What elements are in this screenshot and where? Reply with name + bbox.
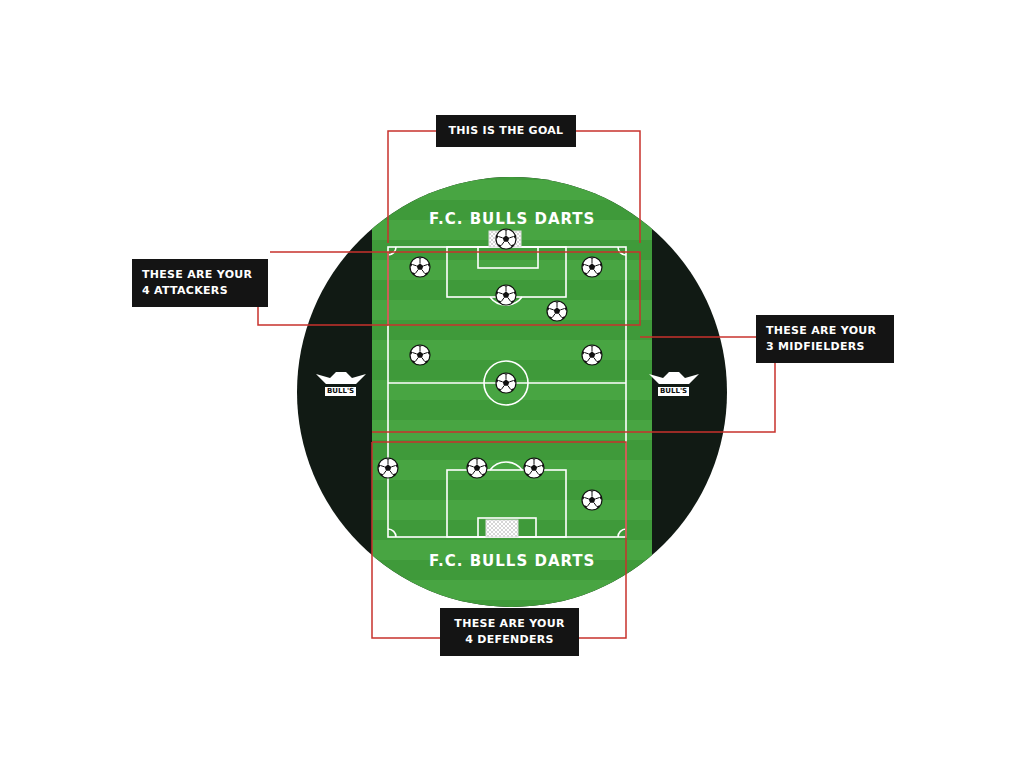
board-title: F.C. BULLS DARTS: [429, 210, 595, 228]
callout-box: THESE ARE YOUR 4 ATTACKERS: [132, 259, 268, 307]
callout-text: THESE ARE YOUR 3 MIDFIELDERS: [766, 323, 884, 355]
callout-text: THESE ARE YOUR 4 ATTACKERS: [142, 267, 258, 299]
callout-box: THIS IS THE GOAL: [436, 115, 576, 147]
callout-text: THESE ARE YOUR 4 DEFENDERS: [450, 616, 569, 648]
callout-box: THESE ARE YOUR 3 MIDFIELDERS: [756, 315, 894, 363]
callout-text: THIS IS THE GOAL: [446, 123, 566, 139]
logo-text: BULL'S: [658, 387, 689, 396]
callout-box: THESE ARE YOUR 4 DEFENDERS: [440, 608, 579, 656]
logo-text: BULL'S: [325, 387, 356, 396]
board-title: F.C. BULLS DARTS: [429, 552, 595, 570]
